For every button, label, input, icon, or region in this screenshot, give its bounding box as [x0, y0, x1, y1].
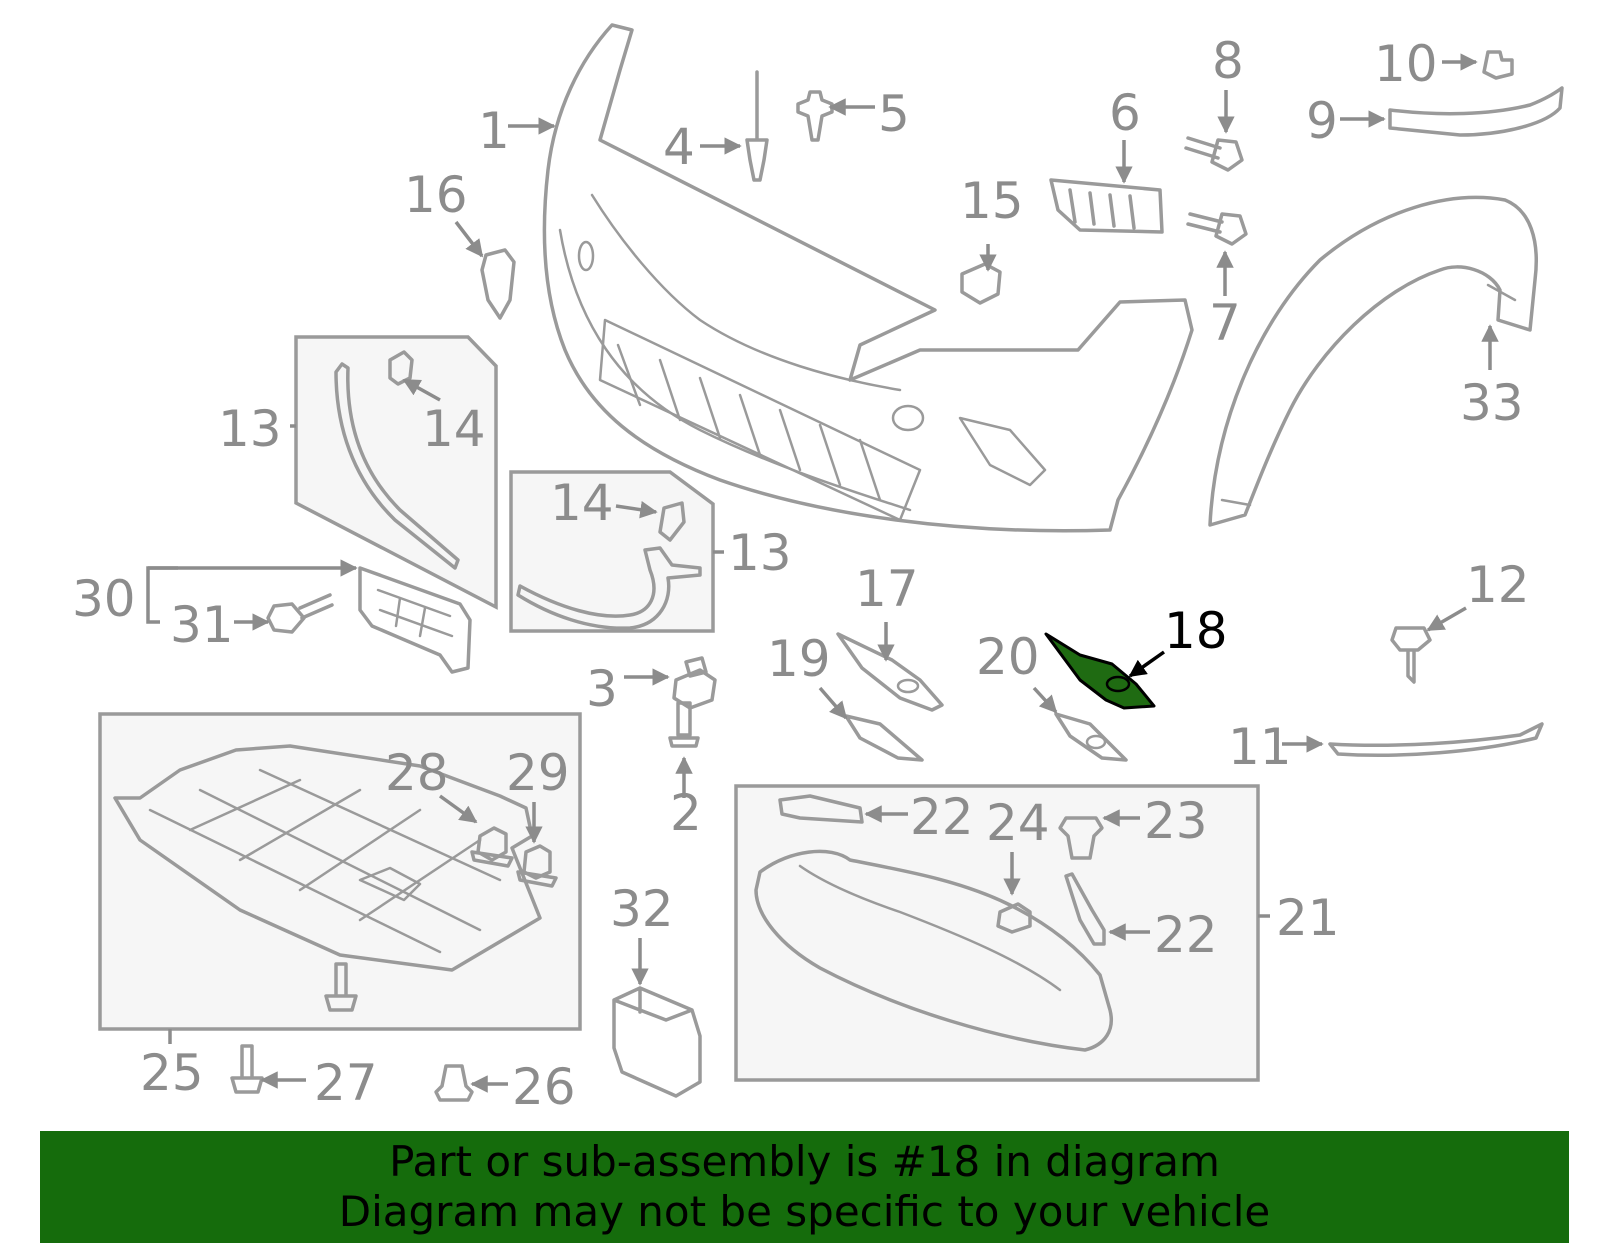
bracket-part-6 — [1049, 178, 1164, 234]
bracket-part-14-left — [388, 350, 414, 386]
molding-part-11 — [1328, 722, 1544, 757]
grille-molding-part-13-right — [516, 546, 702, 630]
callout-5: 5 — [878, 85, 910, 143]
callout-2: 2 — [670, 784, 702, 842]
callout-12: 12 — [1466, 556, 1530, 614]
bolt-part-2 — [668, 701, 700, 748]
bolt-part-31 — [266, 593, 334, 634]
clip-part-10 — [1482, 50, 1514, 80]
callout-14-right: 14 — [550, 474, 614, 532]
callout-9: 9 — [1306, 92, 1338, 150]
clip-part-26 — [434, 1064, 474, 1102]
group-box-25 — [98, 712, 582, 1031]
callout-29: 29 — [506, 744, 570, 802]
banner-line-part: Part or sub-assembly is #18 in diagram — [389, 1137, 1220, 1186]
clip-part-23 — [1058, 816, 1104, 860]
callout-32: 32 — [610, 880, 674, 938]
bracket-part-20 — [1054, 712, 1128, 762]
callout-8: 8 — [1212, 32, 1244, 90]
callout-20: 20 — [976, 628, 1040, 686]
rivet-part-4 — [745, 70, 769, 182]
callout-3: 3 — [586, 660, 618, 718]
callout-16: 16 — [404, 166, 468, 224]
callout-30: 30 — [72, 570, 136, 628]
callout-26: 26 — [512, 1058, 576, 1116]
callout-15: 15 — [960, 172, 1024, 230]
callout-31: 31 — [170, 596, 234, 654]
highlighted-part-18 — [1044, 632, 1156, 710]
bolt-part-7 — [1186, 212, 1248, 246]
molding-part-9 — [1388, 86, 1564, 137]
callout-23: 23 — [1144, 792, 1208, 850]
callout-1: 1 — [478, 102, 510, 160]
absorber-part-21 — [754, 849, 1113, 1052]
bumper-cover — [542, 23, 1194, 533]
callout-18: 18 — [1164, 602, 1228, 660]
nut-part-3 — [672, 656, 717, 710]
callout-7: 7 — [1209, 294, 1241, 352]
under-cover-part-25 — [113, 744, 542, 972]
grille-molding-part-13-left — [334, 362, 460, 570]
callout-28: 28 — [385, 744, 449, 802]
callout-14-left: 14 — [422, 400, 486, 458]
bolt-part-27 — [230, 1044, 264, 1094]
group-box-21 — [734, 784, 1260, 1082]
callout-11: 11 — [1228, 718, 1292, 776]
callout-33: 33 — [1460, 374, 1524, 432]
license-bracket-part-30 — [358, 566, 472, 674]
bracket-part-17 — [836, 632, 944, 712]
retainer-part-29 — [516, 844, 558, 888]
callout-19: 19 — [767, 630, 831, 688]
leader-lines — [146, 53, 1499, 1093]
callout-6: 6 — [1109, 84, 1141, 142]
banner-line-disclaimer: Diagram may not be specific to your vehi… — [338, 1187, 1271, 1236]
callout-25: 25 — [140, 1044, 204, 1102]
part-info-banner: Part or sub-assembly is #18 in diagram D… — [40, 1131, 1569, 1243]
callout-22-right: 22 — [1154, 906, 1218, 964]
callout-4: 4 — [663, 118, 695, 176]
callout-10: 10 — [1374, 35, 1438, 93]
bracket-part-19 — [844, 714, 924, 762]
wheel-arch-molding-part-33 — [1208, 195, 1538, 527]
callout-17: 17 — [855, 560, 919, 618]
bolt-part-8 — [1184, 136, 1244, 172]
retainer-part-28 — [470, 826, 514, 868]
group-box-13-left — [294, 335, 498, 610]
callout-13-right: 13 — [728, 524, 792, 582]
callout-21: 21 — [1276, 889, 1340, 947]
callout-24: 24 — [986, 794, 1050, 852]
retainer-part-24 — [996, 902, 1032, 934]
retainer-part-15 — [960, 262, 1002, 305]
bracket-part-16 — [480, 248, 516, 320]
bracket-part-14-right — [658, 501, 686, 542]
clip-part-5 — [796, 90, 834, 142]
callout-27: 27 — [314, 1054, 378, 1112]
screw-part-12 — [1390, 626, 1432, 684]
sensor-part-32 — [612, 986, 702, 1098]
callout-13-left: 13 — [218, 400, 282, 458]
bolt-in-group-25 — [324, 962, 358, 1012]
bracket-part-22-right — [1064, 872, 1106, 946]
bracket-part-22-top — [778, 794, 864, 824]
callout-22-top: 22 — [910, 788, 974, 846]
